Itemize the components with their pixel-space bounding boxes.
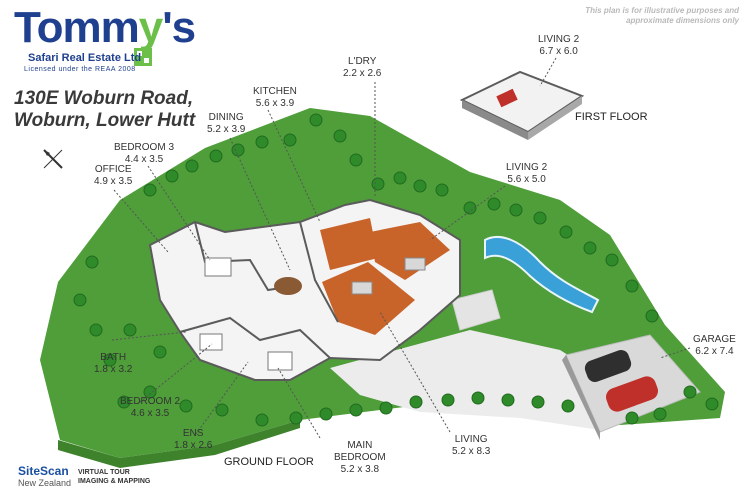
room-name: KITCHEN — [253, 86, 297, 97]
footer-tag-1: VIRTUAL TOUR — [78, 469, 130, 476]
sofa-living2 — [404, 257, 426, 271]
room-name: LIVING 2 — [506, 162, 548, 173]
brand-license: Licensed under the REAA 2008 — [24, 66, 136, 73]
pool — [484, 236, 600, 314]
first-floor-wall — [462, 100, 528, 140]
room-label-dining: DINING 5.2 x 3.9 — [207, 112, 245, 136]
ground-floor-label: GROUND FLOOR — [224, 456, 314, 468]
footer-tagline: VIRTUAL TOUR IMAGING & MAPPING — [78, 468, 150, 486]
sofa-living — [351, 281, 373, 295]
room-dim: 5.2 x 8.3 — [452, 446, 491, 457]
room-label-ensuite: ENS 1.8 x 2.6 — [174, 428, 212, 452]
room-dim: 4.4 x 3.5 — [124, 154, 164, 165]
first-floor-base — [459, 70, 585, 134]
room-name: OFFICE — [94, 164, 132, 175]
room-label-living2-ground: LIVING 2 5.6 x 5.0 — [506, 162, 547, 186]
brand-logo: Tommy's — [14, 3, 196, 52]
room-name: MAIN — [347, 440, 373, 451]
lawn-edge — [58, 420, 300, 468]
living-floor — [322, 262, 415, 335]
bed-bedroom3 — [204, 257, 232, 277]
dining-table — [274, 277, 302, 295]
bed-main — [267, 351, 293, 371]
room-name: LIVING — [454, 434, 488, 445]
interior-walls-3 — [299, 221, 339, 323]
room-name: ENS — [182, 428, 204, 439]
room-name-2: BEDROOM — [334, 452, 386, 463]
footer-brand-region: New Zealand — [18, 478, 72, 488]
room-label-bedroom3: BEDROOM 3 4.4 x 3.5 — [114, 142, 174, 166]
brand-name-y: y — [138, 3, 164, 52]
deck — [451, 289, 501, 331]
room-name: L'DRY — [347, 56, 377, 67]
first-floor-rug — [496, 88, 518, 108]
first-floor-label: FIRST FLOOR — [575, 111, 648, 123]
footer-tag-2: IMAGING & MAPPING — [78, 478, 151, 485]
room-label-bedroom2: BEDROOM 2 4.6 x 3.5 — [120, 396, 180, 420]
room-dim: 4.6 x 3.5 — [130, 408, 170, 419]
room-label-bath: BATH 1.8 x 3.2 — [94, 352, 132, 376]
first-floor-wall-2 — [528, 96, 582, 140]
interior-walls-2 — [179, 316, 331, 359]
room-dim: 2.2 x 2.6 — [343, 68, 382, 79]
room-name: BEDROOM 3 — [114, 142, 175, 153]
brand-subtitle: Safari Real Estate Ltd — [28, 52, 142, 64]
room-name: LIVING 2 — [538, 34, 580, 45]
palm-trees — [73, 113, 719, 427]
address-line-2: Woburn, Lower Hutt — [14, 110, 196, 131]
address-line-1: 130E Woburn Road, — [14, 88, 194, 109]
room-name: DINING — [208, 112, 244, 123]
room-dim: 6.2 x 7.4 — [695, 346, 734, 357]
car-red — [605, 376, 659, 412]
brand-name-end: 's — [162, 3, 196, 52]
room-label-kitchen: KITCHEN 5.6 x 3.9 — [253, 86, 297, 110]
room-name: BEDROOM 2 — [120, 396, 181, 407]
living2-floor — [370, 222, 450, 280]
car-dark — [584, 350, 632, 382]
footer-brand-name: SiteScan — [18, 464, 69, 478]
room-dim: 5.2 x 3.8 — [340, 464, 380, 475]
brand-flag-icon — [134, 48, 152, 66]
room-name: BATH — [100, 352, 127, 363]
room-label-laundry: L'DRY 2.2 x 2.6 — [343, 56, 381, 80]
disclaimer-text: This plan is for illustrative purposes a… — [585, 6, 739, 25]
room-label-living: LIVING 5.2 x 8.3 — [452, 434, 490, 458]
room-label-living2-first: LIVING 2 6.7 x 6.0 — [538, 34, 579, 58]
room-dim: 6.7 x 6.0 — [539, 46, 578, 57]
leader-lines — [111, 57, 691, 439]
kitchen-floor — [320, 218, 378, 270]
room-dim: 1.8 x 2.6 — [174, 440, 213, 451]
room-dim: 5.6 x 5.0 — [507, 174, 546, 185]
room-name: GARAGE — [693, 334, 736, 345]
room-label-main-bedroom: MAIN BEDROOM 5.2 x 3.8 — [334, 440, 386, 476]
bed-bedroom2 — [199, 333, 223, 351]
room-label-office: OFFICE 4.9 x 3.5 — [94, 164, 132, 188]
room-label-garage: GARAGE 6.2 x 7.4 — [693, 334, 736, 358]
compass-icon — [43, 149, 63, 169]
room-dim: 5.6 x 3.9 — [255, 98, 295, 109]
footer-brand: SiteScan New Zealand — [18, 464, 71, 488]
garage-wall — [562, 355, 600, 440]
room-dim: 1.8 x 3.2 — [94, 364, 133, 375]
room-dim: 4.9 x 3.5 — [94, 176, 133, 187]
brand-name-main: Tomm — [14, 3, 140, 52]
room-dim: 5.2 x 3.9 — [207, 124, 246, 135]
